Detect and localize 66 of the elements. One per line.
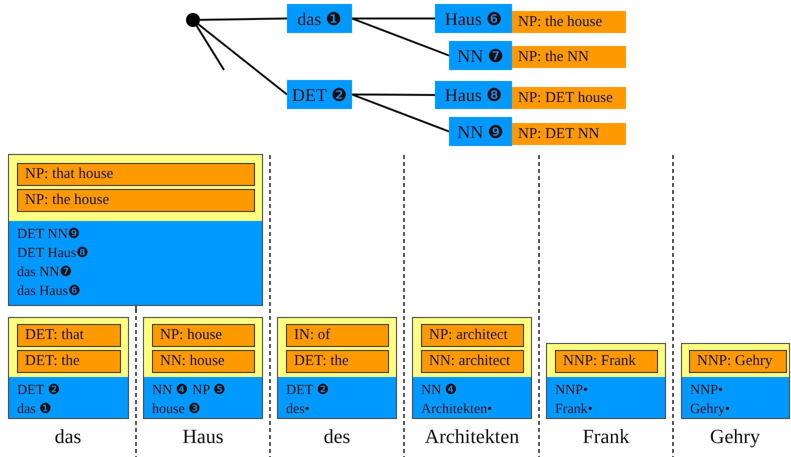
translation-tag: NP: the NN — [512, 46, 626, 68]
translation-tag: NP: DET house — [512, 87, 626, 109]
analysis-panel — [682, 377, 789, 418]
analysis-line: DET NN❾ — [17, 226, 81, 244]
analysis-line: DET ❷ — [286, 382, 330, 400]
tree-branch — [352, 18, 450, 56]
root-dot — [186, 13, 200, 27]
translation-tag: NNP: Gehry — [690, 351, 786, 372]
translation-tag: NP: the house — [512, 11, 626, 33]
analysis-line: Architekten• — [421, 401, 492, 419]
translation-tag: NNP: Frank — [556, 351, 657, 372]
source-word: Haus — [182, 426, 224, 449]
chart-cell — [278, 318, 396, 418]
analysis-line: NN ❹ NP ❺ — [152, 382, 226, 400]
translation-tag: IN: of — [287, 325, 388, 346]
lattice-node: Haus ❻ — [435, 4, 512, 33]
lattice-node: das ❶ — [287, 4, 352, 33]
analysis-line: das NN❼ — [17, 264, 72, 282]
lattice-node: Haus ❽ — [435, 81, 512, 109]
translation-tag: NP: the house — [18, 190, 254, 211]
analysis-line: house ❸ — [152, 401, 202, 419]
analysis-line: das ❶ — [17, 401, 52, 419]
chart-cell — [9, 155, 262, 305]
analysis-line: DET Haus❽ — [17, 245, 90, 263]
chart-cell — [413, 318, 531, 418]
translation-tag: NP: DET NN — [512, 123, 626, 145]
analysis-panel — [144, 377, 262, 418]
source-word: des — [324, 426, 350, 449]
tree-branch — [352, 94, 450, 132]
translation-tag: NP: architect — [422, 325, 523, 346]
analysis-line: Gehry• — [690, 401, 730, 419]
analysis-line: NN ❹ — [421, 382, 458, 400]
chart-cell — [144, 318, 262, 418]
analysis-line: NNP• — [555, 382, 588, 400]
analysis-line: das Haus❻ — [17, 283, 81, 301]
source-word: Frank — [582, 426, 630, 449]
chart-cell — [682, 344, 789, 418]
translation-tag: DET: the — [18, 351, 120, 372]
tree-branch — [196, 25, 225, 71]
tree-branch — [198, 24, 288, 96]
chart-cell — [9, 318, 128, 418]
lattice-node: NN ❾ — [449, 117, 512, 146]
analysis-panel — [413, 377, 531, 418]
chart-cell — [547, 344, 665, 418]
lattice-node: DET ❷ — [287, 80, 352, 109]
translation-tag: NN: house — [153, 351, 254, 372]
analysis-line: des• — [286, 401, 310, 419]
translation-tag: DET: the — [287, 351, 388, 372]
analysis-panel — [278, 377, 396, 418]
tree-branch — [352, 18, 435, 20]
tree-branch — [200, 18, 288, 21]
analysis-panel — [9, 221, 262, 305]
translation-tag: NP: that house — [18, 164, 254, 185]
source-word: Gehry — [710, 426, 760, 449]
translation-tag: NN: architect — [422, 351, 523, 372]
translation-tag: DET: that — [18, 325, 120, 346]
analysis-line: Frank• — [555, 401, 593, 419]
analysis-panel — [9, 377, 128, 418]
source-word: Architekten — [424, 426, 520, 449]
tree-branch — [352, 94, 435, 96]
analysis-line: DET ❷ — [17, 382, 60, 400]
source-word: das — [54, 426, 82, 449]
lattice-node: NN ❼ — [449, 41, 512, 70]
translation-tag: NP: house — [153, 325, 254, 346]
analysis-panel — [547, 377, 665, 418]
analysis-line: NNP• — [690, 382, 723, 400]
